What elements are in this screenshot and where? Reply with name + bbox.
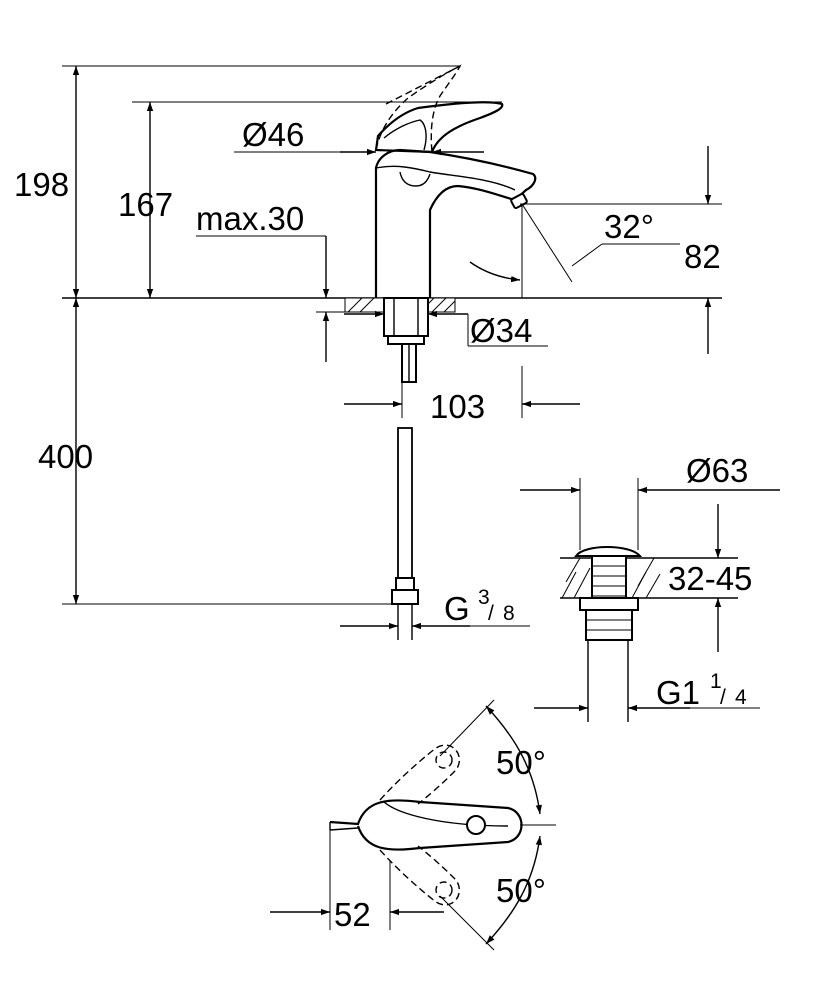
- lever-back-position: [379, 744, 461, 805]
- lever-detail: [383, 119, 427, 151]
- lever-top-view: [329, 744, 523, 906]
- label-lever-height: 167: [118, 186, 173, 223]
- lever-raised-edge: [385, 65, 461, 105]
- label-hose-thread-slash: /: [488, 602, 494, 625]
- fixing-nut: [383, 297, 429, 337]
- fixing-washer: [387, 335, 425, 345]
- waste-nut: [579, 597, 639, 611]
- label-max-thickness: max.30: [196, 200, 304, 237]
- label-waste-range: 32-45: [668, 560, 752, 597]
- label-hose-length: 400: [38, 438, 93, 475]
- label-lever-offset: 52: [334, 896, 371, 933]
- aerator: [510, 193, 528, 209]
- label-waste-diameter: Ø63: [686, 452, 748, 489]
- label-lever-angle-back: 50°: [496, 744, 546, 781]
- hose-crimp: [395, 577, 415, 591]
- lever-pivot: [466, 815, 486, 835]
- waste-fitting: [560, 546, 738, 722]
- dimension-labels: 198 167 max.30 Ø46 32° 82 Ø34 103 400 G …: [14, 116, 752, 933]
- label-lever-angle-front: 50°: [496, 872, 546, 909]
- label-waste-thread-den: 4: [735, 686, 747, 709]
- label-spout-height: 82: [684, 238, 721, 275]
- label-projection: 103: [430, 388, 485, 425]
- waste-hatching: [561, 557, 661, 599]
- label-hole-diameter: Ø34: [470, 312, 532, 349]
- label-lever-diameter: Ø46: [242, 116, 304, 153]
- spout-detail: [399, 171, 431, 187]
- lever-handle: [374, 101, 504, 154]
- label-hose-thread-prefix: G: [444, 590, 470, 627]
- label-total-height: 198: [14, 166, 69, 203]
- hose-nut: [391, 589, 419, 605]
- label-spout-angle: 32°: [604, 208, 654, 245]
- waste-lower: [585, 609, 633, 641]
- label-waste-thread-slash: /: [720, 686, 726, 709]
- lever-front-position: [379, 845, 461, 906]
- faucet-side-view: [62, 64, 722, 640]
- label-hose-thread-num: 3: [478, 586, 490, 609]
- waste-dimensions: [520, 478, 780, 712]
- label-waste-thread-num: 1: [710, 670, 722, 693]
- label-hose-thread-den: 8: [503, 602, 515, 625]
- spout-line: [375, 165, 516, 191]
- supply-hose: [397, 427, 413, 579]
- dimension-lines: [62, 65, 722, 630]
- lever-body-top: [329, 799, 523, 851]
- waste-cap: [574, 546, 643, 557]
- label-waste-thread-prefix: G1: [656, 674, 700, 711]
- lever-dimensions: [270, 699, 556, 951]
